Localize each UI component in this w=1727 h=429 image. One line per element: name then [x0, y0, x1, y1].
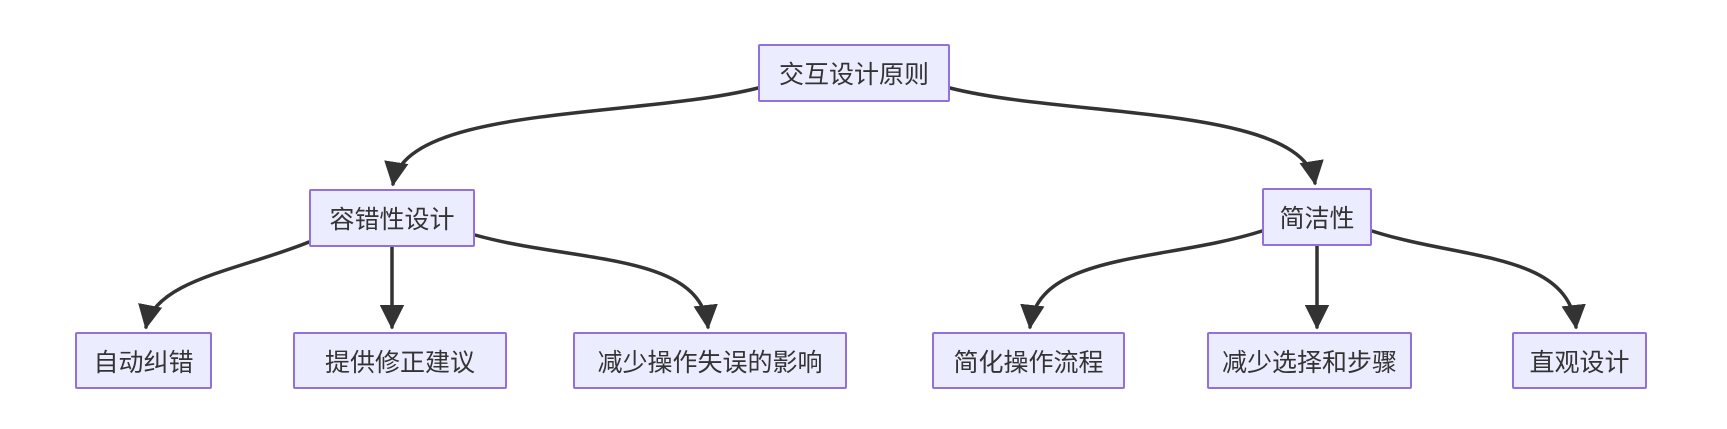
node-simplify-workflow-label: 简化操作流程 [953, 348, 1104, 377]
node-fault-tolerant-design: 容错性设计 [309, 189, 475, 247]
node-correction-suggestions-label: 提供修正建议 [324, 348, 475, 377]
node-reduce-error-impact-label: 减少操作失误的影响 [597, 348, 823, 377]
edge-root-to-fault [384, 86, 760, 187]
node-root-label: 交互设计原则 [778, 61, 929, 89]
node-fault-tolerant-design-label: 容错性设计 [329, 206, 455, 234]
node-intuitive-design-label: 直观设计 [1529, 348, 1630, 377]
node-reduce-choices-steps: 减少选择和步骤 [1207, 332, 1412, 389]
edge-fault-to-auto [138, 240, 311, 330]
node-correction-suggestions: 提供修正建议 [293, 332, 507, 389]
edge-fault-to-impact [473, 233, 718, 330]
edge-simple-to-intuitive [1370, 229, 1586, 330]
edge-simple-to-flow [1020, 229, 1264, 330]
node-reduce-error-impact: 减少操作失误的影响 [573, 332, 847, 389]
node-intuitive-design: 直观设计 [1512, 332, 1647, 389]
edge-root-to-simple [948, 86, 1324, 186]
node-simplicity: 简洁性 [1262, 188, 1372, 246]
node-root: 交互设计原则 [758, 44, 950, 102]
node-simplify-workflow: 简化操作流程 [932, 332, 1125, 389]
node-reduce-choices-steps-label: 减少选择和步骤 [1221, 348, 1397, 377]
node-auto-correction-label: 自动纠错 [93, 348, 194, 377]
node-auto-correction: 自动纠错 [75, 332, 212, 389]
node-simplicity-label: 简洁性 [1279, 205, 1355, 233]
